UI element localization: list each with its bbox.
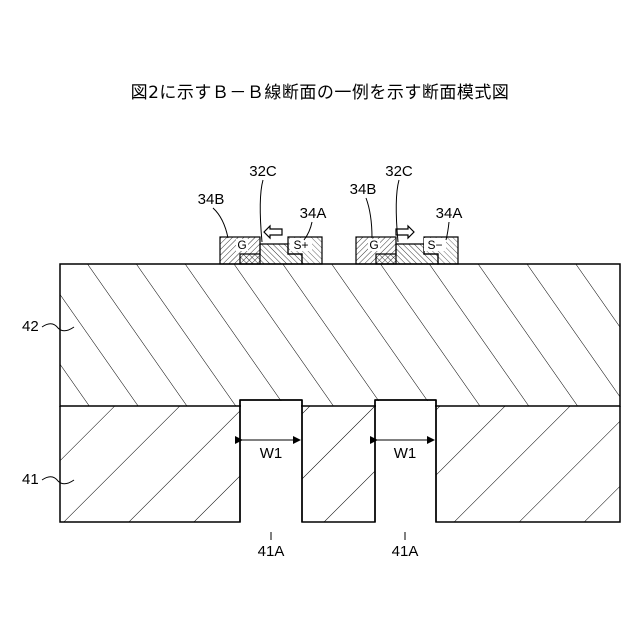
layer-41 (60, 400, 620, 522)
groove-left (241, 401, 301, 526)
device-left: G S+ (220, 226, 322, 264)
device-right: G S− (356, 226, 458, 264)
source-minus-label: S− (427, 238, 442, 252)
left-arrow-icon (264, 226, 282, 238)
right-arrow-icon (396, 226, 414, 238)
label-w1-left: W1 (260, 445, 283, 462)
gate-label-left: G (237, 238, 246, 252)
source-plus-label: S+ (293, 238, 308, 252)
groove-right (376, 401, 435, 526)
label-42: 42 (22, 318, 39, 335)
label-41a-right: 41A (392, 543, 419, 560)
label-34a-left: 34A (300, 205, 327, 222)
label-41a-left: 41A (258, 543, 285, 560)
label-41: 41 (22, 471, 39, 488)
label-34a-right: 34A (436, 205, 463, 222)
label-w1-right: W1 (394, 445, 417, 462)
label-32c-right: 32C (385, 163, 413, 180)
gate-label-right: G (369, 238, 378, 252)
layer-42 (60, 264, 620, 406)
label-34b-right: 34B (350, 181, 377, 198)
label-34b-left: 34B (198, 191, 225, 208)
label-32c-left: 32C (249, 163, 277, 180)
